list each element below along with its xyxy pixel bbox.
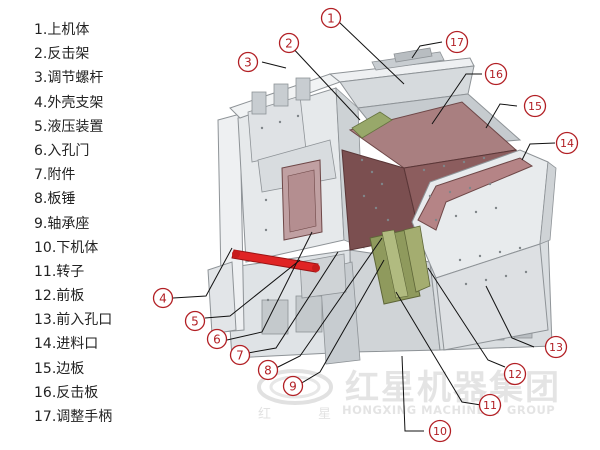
bolt-dots (260, 114, 528, 302)
housing-support-left (207, 113, 245, 335)
leader-line-5 (204, 259, 301, 319)
leader-line-12 (427, 267, 506, 368)
callout-17-label: 17 (450, 36, 464, 49)
callout-13: 13 (544, 335, 568, 359)
parts-legend: 1.上机体 2.反击架 3.调节螺杆 4.外壳支架 5.液压装置 6.入孔门 7… (34, 18, 164, 429)
callout-5: 5 (184, 310, 206, 332)
callout-16-label: 16 (489, 68, 503, 81)
leader-line-7 (247, 251, 339, 354)
legend-item-15: 15.边板 (34, 360, 85, 377)
legend-item-1: 1.上机体 (34, 22, 90, 38)
leader-lines (172, 21, 556, 432)
leader-line-3 (261, 61, 287, 69)
watermark-cn-text: 红星机器集团 (345, 368, 561, 408)
leader-line-17 (411, 41, 443, 59)
callout-4-label: 4 (159, 292, 167, 306)
leader-line-1 (338, 21, 405, 85)
callout-11: 11 (478, 393, 502, 417)
callouts: 1 2 3 4 5 6 7 (152, 7, 579, 443)
leader-line-6 (226, 231, 313, 341)
callout-2-label: 2 (285, 37, 293, 51)
callout-14: 14 (555, 131, 579, 155)
legend-item-17: 17.调整手柄 (34, 409, 113, 425)
callout-11-label: 11 (483, 399, 497, 412)
legend-item-4: 4.外壳支架 (34, 94, 104, 111)
callout-6: 6 (206, 328, 228, 350)
watermark-logo-ring (257, 369, 333, 405)
callout-6-label: 6 (213, 333, 221, 347)
legend-item-6: 6.入孔门 (34, 142, 90, 159)
leader-line-8 (275, 237, 383, 369)
callout-7: 7 (229, 344, 251, 366)
callout-3-label: 3 (244, 56, 252, 70)
callout-9-label: 9 (289, 380, 297, 394)
legend-item-10: 10.下机体 (34, 239, 99, 256)
legend-item-9: 9.轴承座 (34, 215, 90, 232)
callout-14-label: 14 (560, 137, 574, 150)
callout-13-label: 13 (549, 341, 563, 354)
leader-line-13 (485, 285, 535, 348)
callout-12: 12 (503, 362, 527, 386)
callout-8: 8 (257, 359, 279, 381)
adjusting-handle (371, 47, 445, 71)
watermark-en-text: HONGXING MACHINERY GROUP (342, 403, 555, 417)
leader-line-9 (299, 259, 385, 385)
callout-7-label: 7 (236, 349, 244, 363)
leader-line-16 (431, 73, 482, 125)
legend-item-8: 8.板锤 (34, 191, 76, 208)
callout-4: 4 (152, 287, 174, 309)
adjusting-screws (251, 77, 311, 115)
hydraulic-cylinder (231, 249, 320, 273)
legend-item-11: 11.转子 (34, 263, 85, 280)
callout-10-label: 10 (433, 425, 447, 438)
legend-item-3: 3.调节螺杆 (34, 70, 104, 87)
leader-line-14 (521, 142, 556, 161)
leader-line-4 (172, 247, 233, 299)
callout-10: 10 (428, 419, 452, 443)
watermark-logo-cn-left: 红 (258, 406, 271, 422)
impact-liner (341, 101, 521, 251)
callout-1-label: 1 (327, 12, 335, 26)
callout-12-label: 12 (508, 368, 522, 381)
leader-line-15 (485, 103, 518, 129)
callout-8-label: 8 (264, 364, 272, 378)
leader-line-10 (401, 355, 424, 432)
legend-item-7: 7.附件 (34, 167, 76, 184)
legend-item-12: 12.前板 (34, 288, 85, 305)
callout-15: 15 (523, 94, 547, 118)
callout-1: 1 (320, 7, 342, 29)
legend-item-14: 14.进料口 (34, 336, 99, 353)
legend-item-16: 16.反击板 (34, 384, 99, 401)
callout-17: 17 (445, 30, 469, 54)
leader-line-2 (288, 43, 361, 121)
callout-9: 9 (282, 375, 304, 397)
callout-3: 3 (237, 51, 259, 73)
leader-line-11 (395, 291, 482, 406)
watermark: 红星机器集团 HONGXING MACHINERY GROUP 红 星 (257, 368, 561, 422)
legend-item-5: 5.液压装置 (34, 118, 104, 135)
legend-item-13: 13.前入孔口 (34, 312, 113, 329)
manhole-door (281, 159, 323, 241)
rotor-assembly (369, 225, 431, 305)
callout-5-label: 5 (191, 315, 199, 329)
watermark-logo-cn-right: 星 (318, 407, 331, 422)
callout-16: 16 (484, 62, 508, 86)
callout-15-label: 15 (528, 100, 542, 113)
legend-item-2: 2.反击架 (34, 46, 90, 63)
callout-2: 2 (278, 32, 300, 54)
